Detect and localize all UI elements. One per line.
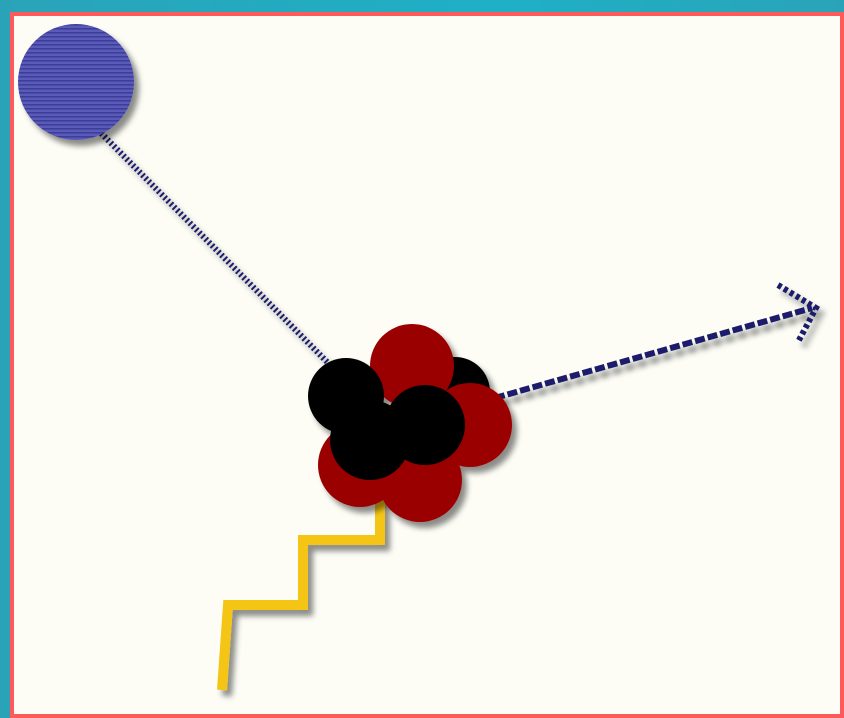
incoming-track bbox=[98, 130, 340, 375]
outgoing-particle-arrow-icon bbox=[495, 285, 816, 398]
incoming-particle-icon bbox=[18, 24, 134, 140]
nucleus-icon bbox=[308, 324, 512, 522]
gamma-ray-icon bbox=[222, 495, 380, 690]
